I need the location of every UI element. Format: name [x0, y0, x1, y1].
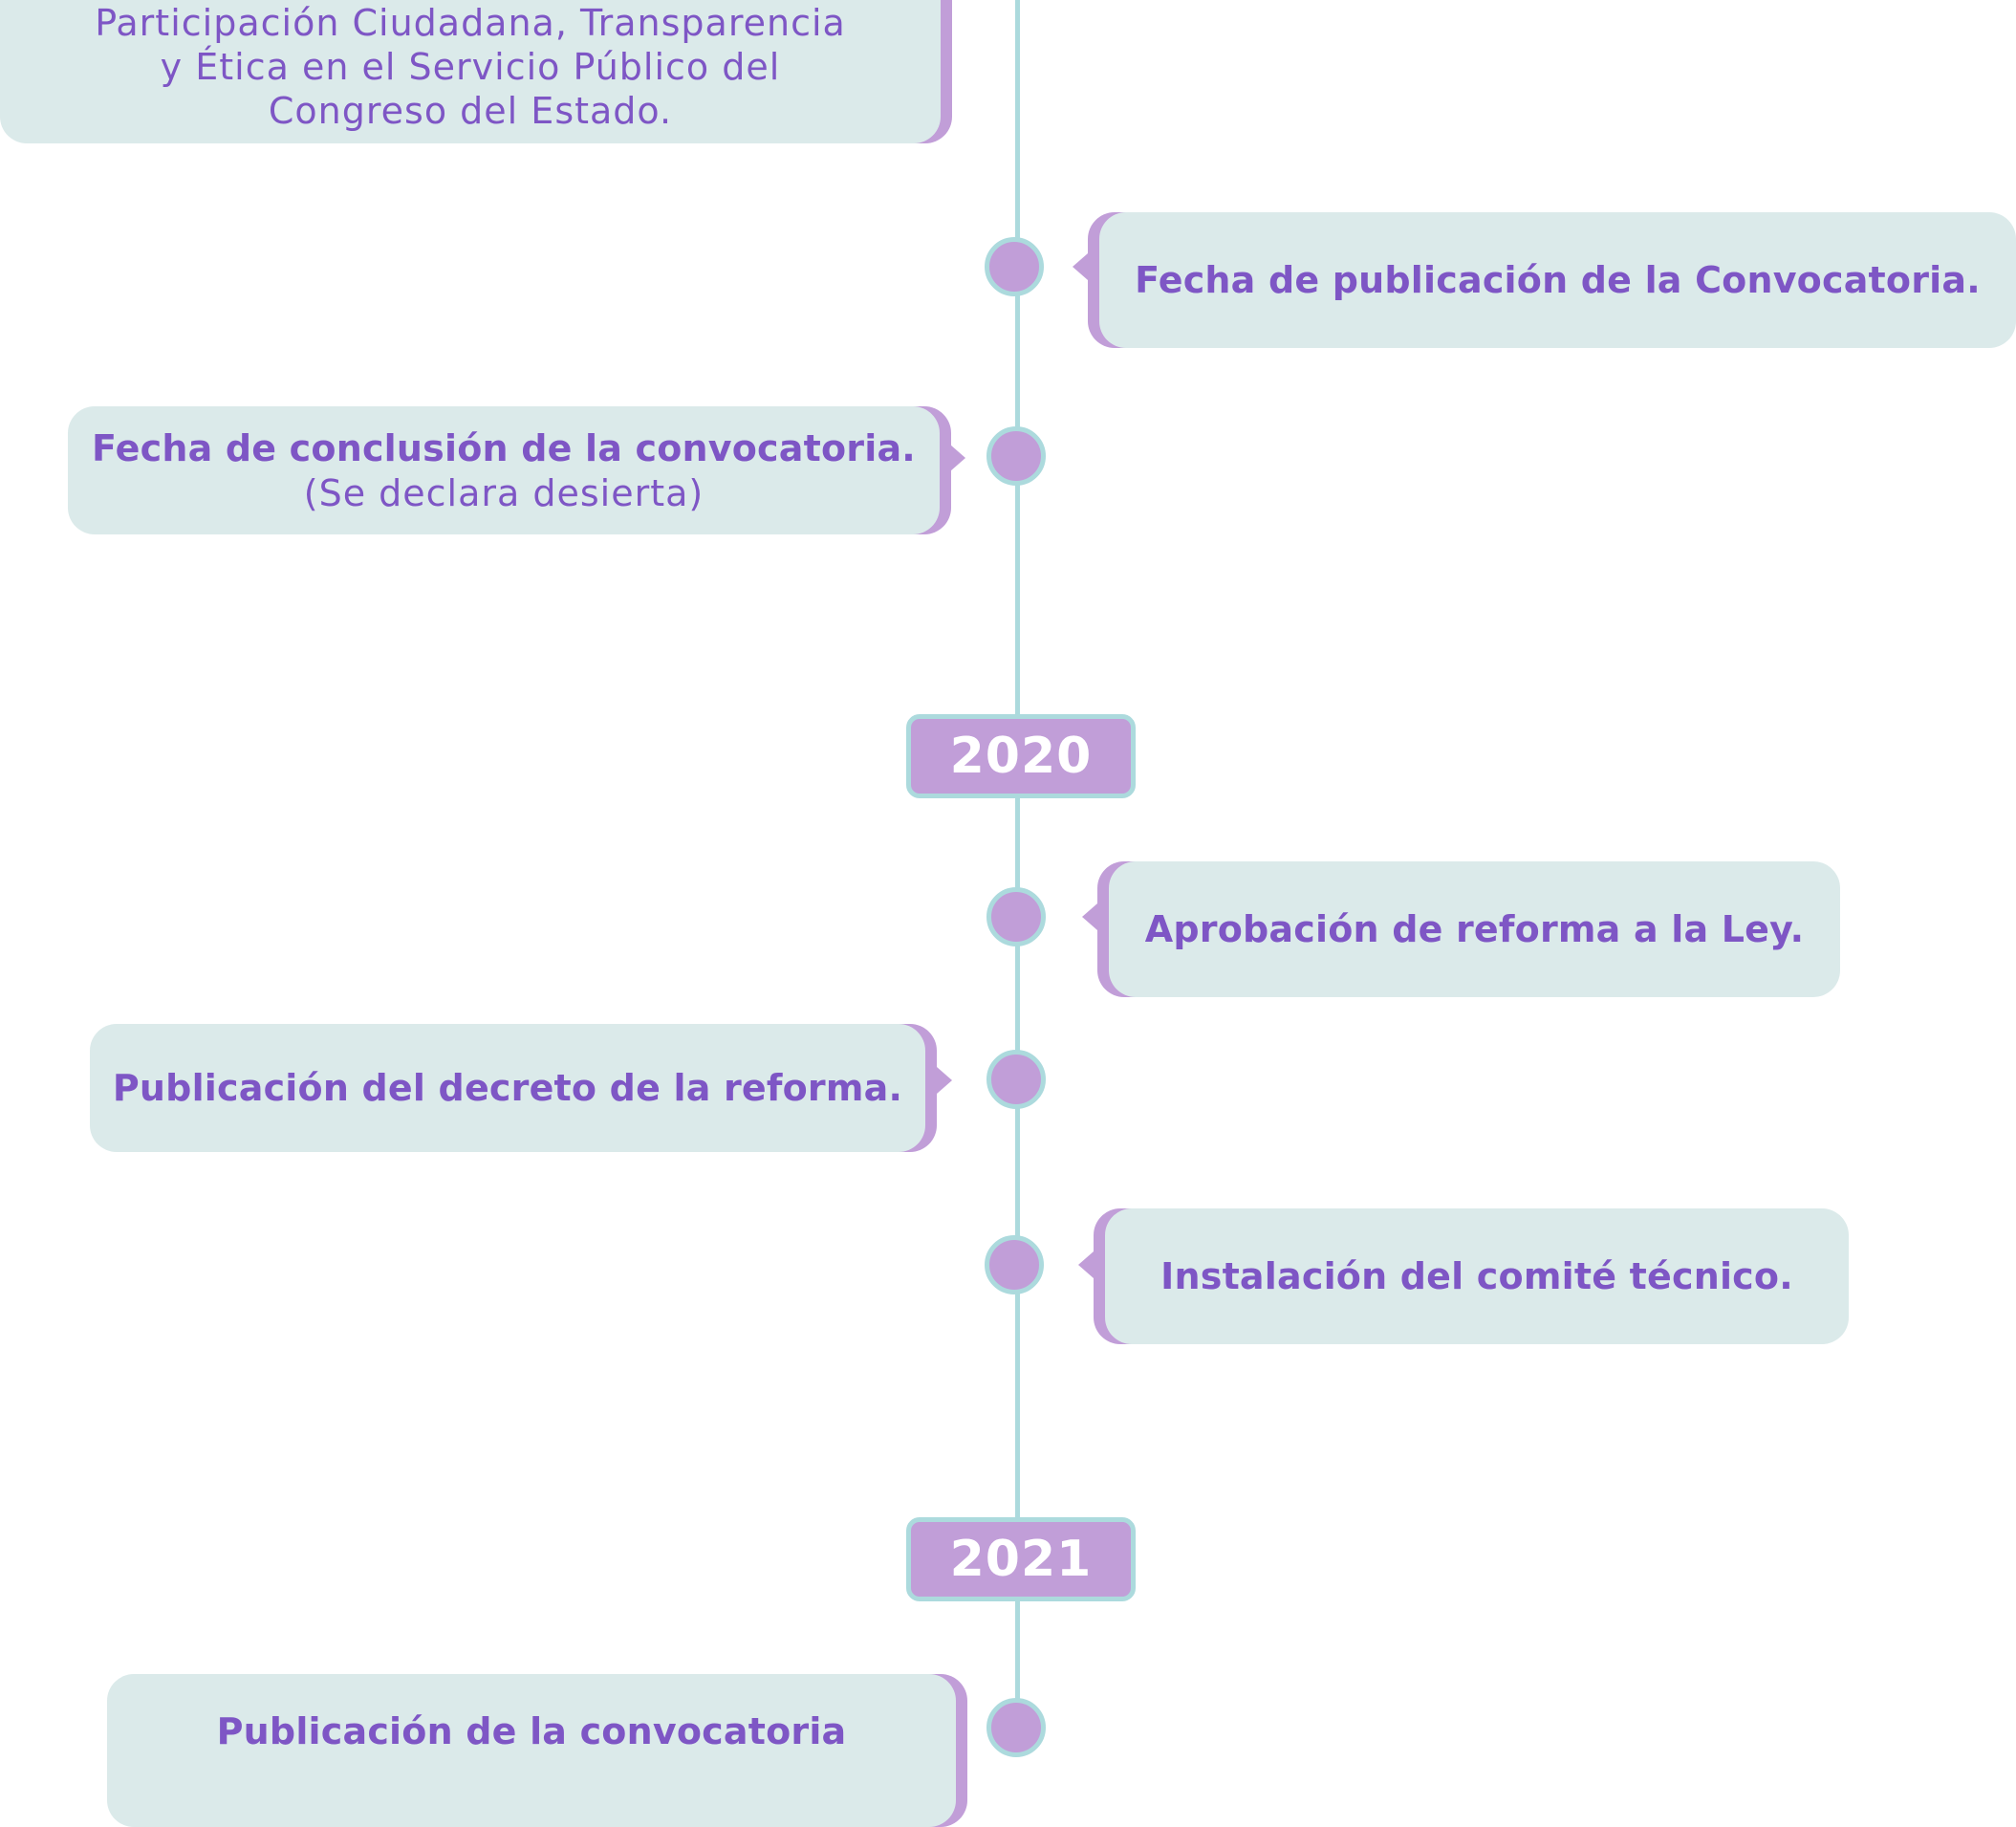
event-card-line: Congreso del Estado.: [268, 90, 673, 132]
card-pointer: [1082, 903, 1097, 930]
event-title: Instalación del comité técnico.: [1160, 1255, 1793, 1297]
event-card-publication-date: Fecha de publicación de la Convocatoria.: [1099, 212, 2016, 348]
timeline-dot: [985, 1235, 1044, 1294]
event-card-call-publication: Publicación de la convocatoria: [107, 1674, 956, 1827]
timeline-dot: [986, 887, 1046, 946]
event-card-reform-decree: Publicación del decreto de la reforma.: [90, 1024, 925, 1152]
event-card-line: Participación Ciudadana, Transparencia: [95, 2, 846, 44]
event-card-law-reform-approval: Aprobación de reforma a la Ley.: [1109, 861, 1840, 997]
timeline-dot: [986, 426, 1046, 486]
year-badge-2021: 2021: [906, 1517, 1136, 1601]
year-badge-2020: 2020: [906, 714, 1136, 798]
event-card-line: y Ética en el Servicio Público del: [160, 46, 781, 88]
timeline-dot: [986, 1050, 1046, 1109]
event-title: Publicación de la convocatoria: [216, 1710, 847, 1752]
event-card-technical-committee: Instalación del comité técnico.: [1105, 1208, 1849, 1344]
event-title: Fecha de conclusión de la convocatoria.: [92, 427, 916, 469]
event-title: Publicación del decreto de la reforma.: [112, 1067, 903, 1109]
event-card-committee-name: Participación Ciudadana, Transparencia y…: [0, 0, 941, 143]
event-card-conclusion-date: Fecha de conclusión de la convocatoria. …: [68, 406, 940, 534]
card-pointer: [950, 445, 965, 471]
event-note: (Se declara desierta): [303, 472, 705, 514]
card-pointer: [1073, 253, 1088, 280]
event-title: Fecha de publicación de la Convocatoria.: [1135, 259, 1981, 301]
timeline-dot: [985, 237, 1044, 296]
timeline-dot: [986, 1698, 1046, 1757]
card-pointer: [1078, 1251, 1094, 1278]
event-title: Aprobación de reforma a la Ley.: [1144, 908, 1805, 950]
timeline-line: [1015, 0, 1020, 1721]
card-pointer: [937, 1067, 952, 1094]
